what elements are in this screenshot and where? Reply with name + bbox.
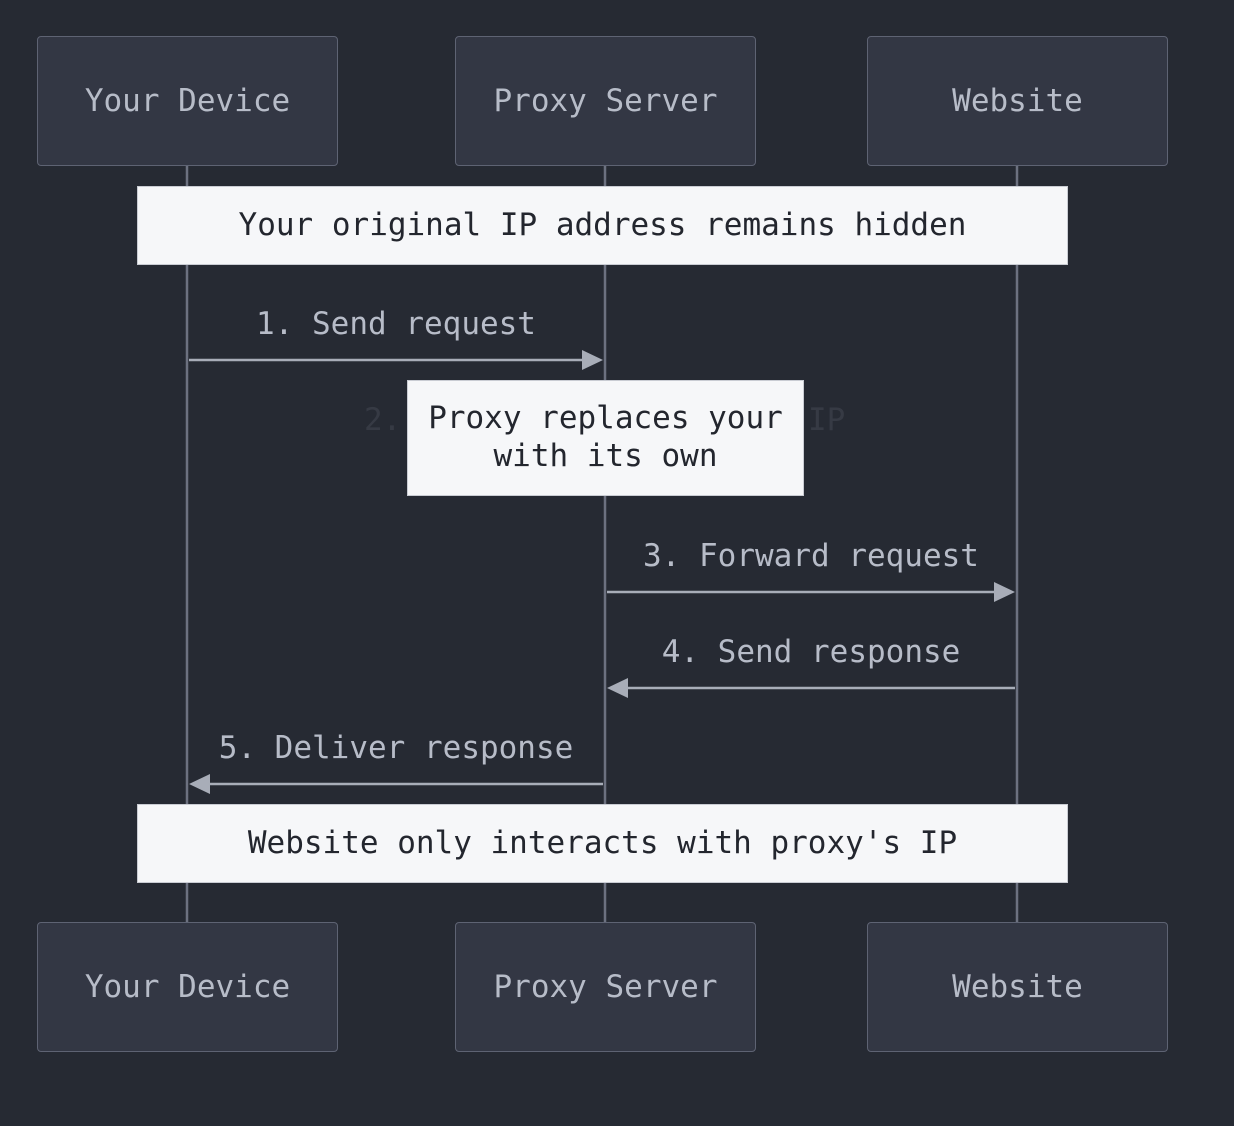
participant-website-bottom: Website	[867, 922, 1168, 1052]
message-label-2-prefix: 2.	[364, 402, 402, 438]
message-label-3: 3. Forward request	[643, 538, 979, 574]
participant-your-device-bottom: Your Device	[37, 922, 338, 1052]
note-proxy-replaces-ip-line-2: with its own	[493, 438, 718, 474]
arrowhead-5	[189, 774, 210, 794]
participant-your-device-top: Your Device	[37, 36, 338, 166]
message-label-1: 1. Send request	[256, 306, 536, 342]
note-proxy-replaces-ip: Proxy replaces your with its own	[407, 380, 804, 496]
note-proxy-replaces-ip-line-1: Proxy replaces your	[428, 400, 783, 437]
participant-proxy-server-bottom: Proxy Server	[455, 922, 756, 1052]
message-label-5: 5. Deliver response	[218, 730, 574, 766]
message-label-2-suffix: IP	[808, 402, 846, 438]
arrowhead-4	[607, 678, 628, 698]
note-website-only-proxy-ip: Website only interacts with proxy's IP	[137, 804, 1068, 883]
note-ip-hidden: Your original IP address remains hidden	[137, 186, 1068, 265]
arrowhead-3	[994, 582, 1015, 602]
arrowhead-1	[582, 350, 603, 370]
participant-website-top: Website	[867, 36, 1168, 166]
message-label-4: 4. Send response	[661, 634, 961, 670]
participant-proxy-server-top: Proxy Server	[455, 36, 756, 166]
